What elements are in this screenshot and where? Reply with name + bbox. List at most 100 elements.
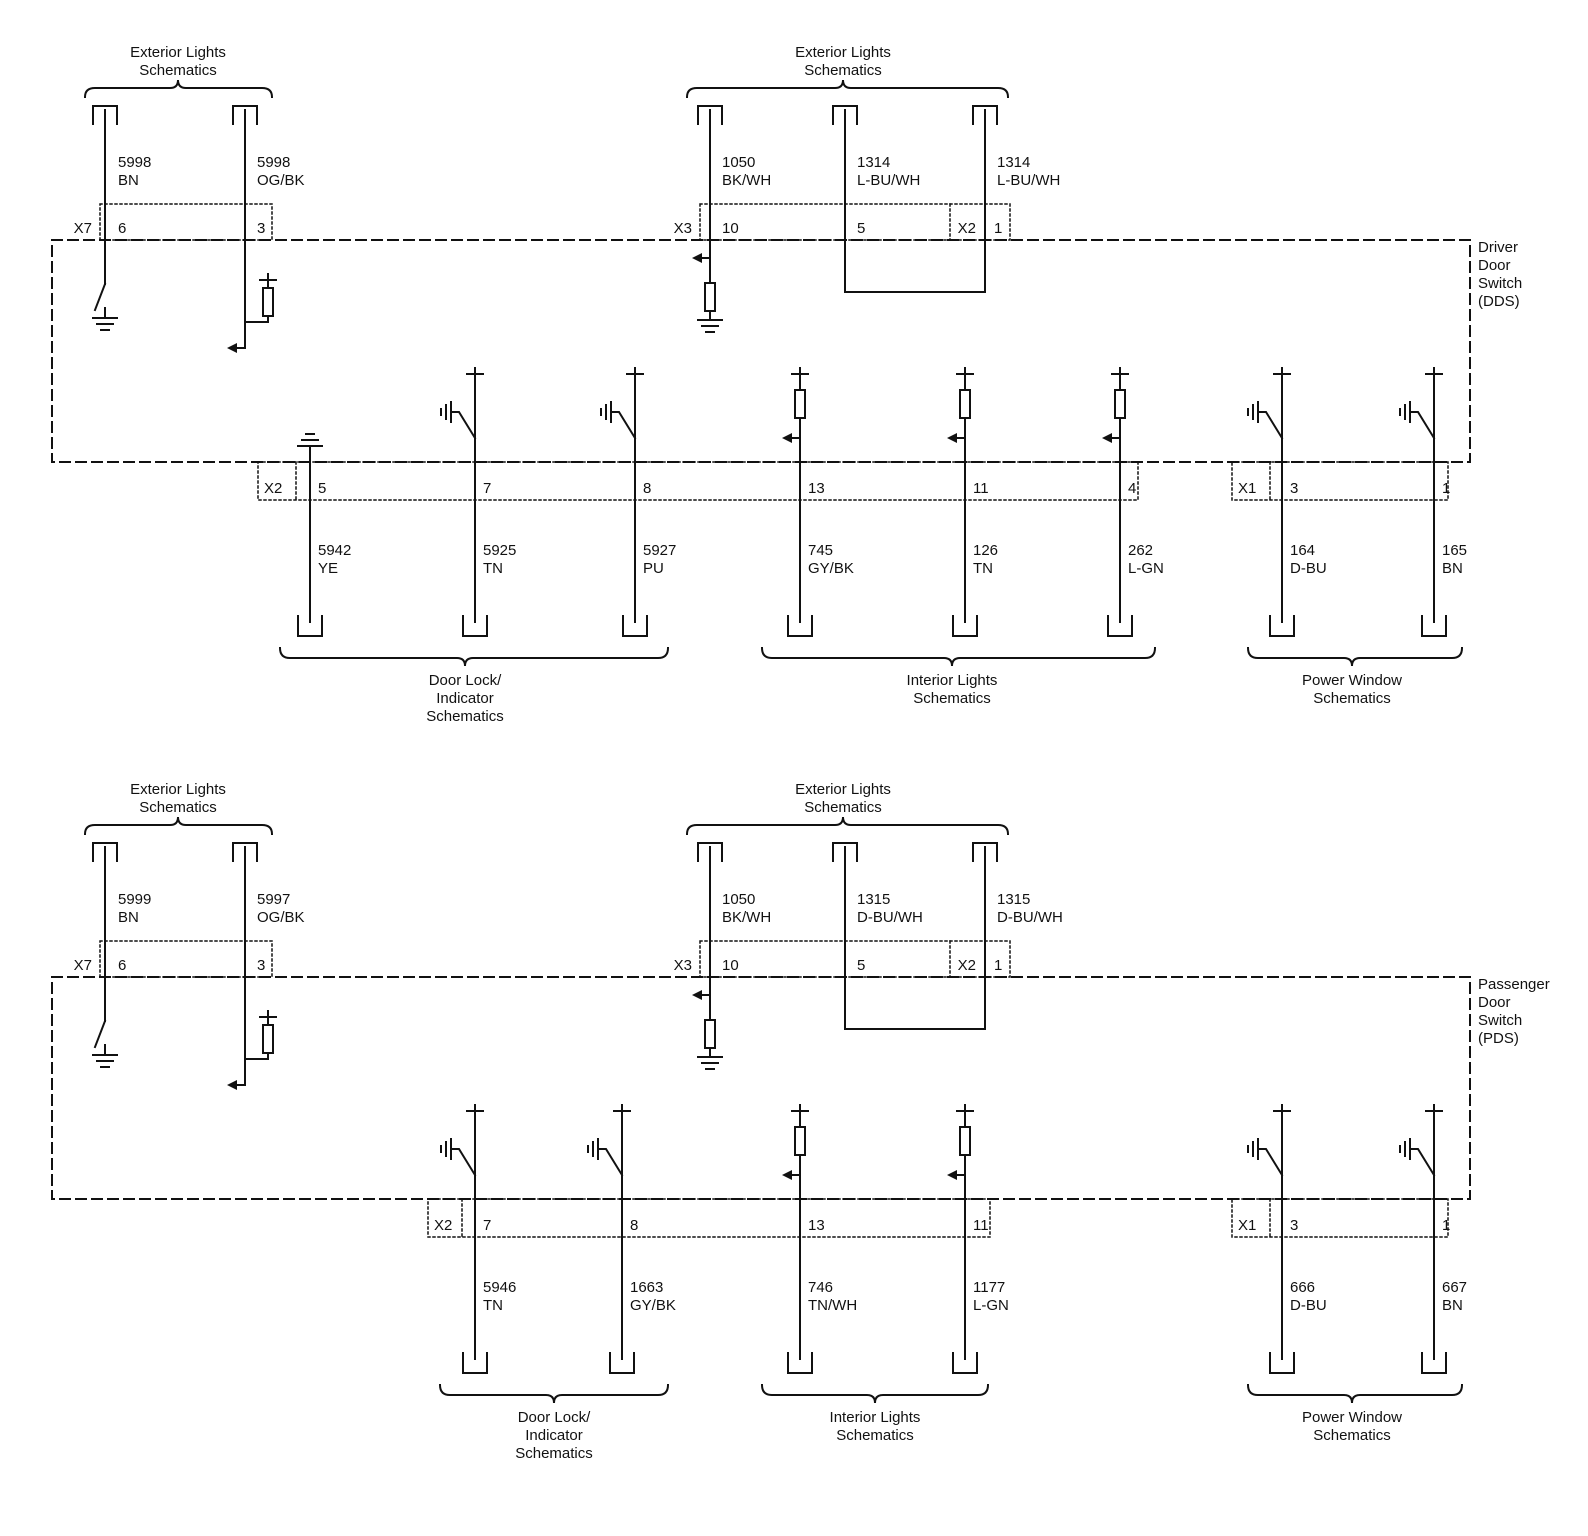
wire-color: D-BU	[1290, 560, 1327, 577]
dds-labels: Exterior Lights Schematics 5998 BN 5998 …	[74, 44, 1523, 725]
wire-circuit: 262	[1128, 542, 1153, 559]
brace	[1246, 1383, 1464, 1404]
component-name: Switch	[1478, 1012, 1522, 1029]
connector-id: X2	[434, 1217, 452, 1234]
wire-circuit: 126	[973, 542, 998, 559]
component-name: Door	[1478, 257, 1511, 274]
dds-box-outline	[51, 239, 1471, 463]
brace	[685, 816, 1010, 836]
wire-color: OG/BK	[257, 172, 305, 189]
group-label: Indicator	[436, 690, 494, 707]
wire-color: L-BU/WH	[857, 172, 920, 189]
wire-color: GY/BK	[630, 1297, 676, 1314]
wire-circuit: 667	[1442, 1279, 1467, 1296]
wire	[244, 1052, 269, 1060]
pin-number: 4	[1128, 480, 1136, 497]
group-label: Power Window	[1302, 1409, 1402, 1426]
component-name: (DDS)	[1478, 293, 1520, 310]
wire-circuit: 5997	[257, 891, 290, 908]
dds-shapes	[51, 79, 1471, 667]
component-name: (PDS)	[1478, 1030, 1519, 1047]
group-label: Power Window	[1302, 672, 1402, 689]
brace	[760, 1383, 990, 1404]
wire-circuit: 5998	[118, 154, 151, 171]
pds-labels: Exterior Lights Schematics 5999 BN 5997 …	[74, 781, 1550, 1462]
pds-diagram: Exterior Lights Schematics 5999 BN 5997 …	[51, 781, 1550, 1462]
component-name: Driver	[1478, 239, 1518, 256]
wire-circuit: 745	[808, 542, 833, 559]
wire-color: D-BU/WH	[997, 909, 1063, 926]
schematic-ref-title: Exterior Lights	[795, 781, 891, 798]
pin-number: 13	[808, 480, 825, 497]
group-label: Schematics	[913, 690, 991, 707]
wire-color: PU	[643, 560, 664, 577]
group-label: Interior Lights	[907, 672, 998, 689]
wire-circuit: 5999	[118, 891, 151, 908]
group-label: Schematics	[515, 1445, 593, 1462]
group-label: Schematics	[1313, 1427, 1391, 1444]
wire-circuit: 165	[1442, 542, 1467, 559]
brace	[83, 79, 274, 99]
wire-color: BK/WH	[722, 172, 771, 189]
pin-number: 13	[808, 1217, 825, 1234]
wire-color: TN	[483, 1297, 503, 1314]
wire-color: TN/WH	[808, 1297, 857, 1314]
wire-circuit: 1315	[997, 891, 1030, 908]
wire-circuit: 1177	[973, 1279, 1005, 1296]
group-label: Schematics	[836, 1427, 914, 1444]
connector-id: X3	[674, 220, 692, 237]
brace	[83, 816, 274, 836]
wire-color: BK/WH	[722, 909, 771, 926]
connector-outline	[99, 203, 273, 241]
pin-number: 3	[257, 957, 265, 974]
wire-color: BN	[118, 172, 139, 189]
pin-number: 6	[118, 220, 126, 237]
pin-number: 5	[318, 480, 326, 497]
connector-id: X2	[958, 957, 976, 974]
schematic-ref-title: Exterior Lights	[795, 44, 891, 61]
schematic-ref-title: Schematics	[804, 799, 882, 816]
schematic-ref-title: Exterior Lights	[130, 781, 226, 798]
connector-outline	[427, 1198, 991, 1238]
wire-color: L-GN	[1128, 560, 1164, 577]
connector-id: X2	[958, 220, 976, 237]
group-label: Door Lock/	[429, 672, 502, 689]
wire-circuit: 1050	[722, 154, 755, 171]
wire-color: BN	[1442, 560, 1463, 577]
wire-circuit: 746	[808, 1279, 833, 1296]
pin-number: 10	[722, 220, 739, 237]
wire-color: OG/BK	[257, 909, 305, 926]
wire-color: GY/BK	[808, 560, 854, 577]
wire-circuit: 1314	[857, 154, 890, 171]
wire-circuit: 5927	[643, 542, 676, 559]
wire-color: BN	[118, 909, 139, 926]
pin-number: 11	[973, 1217, 989, 1234]
wire-circuit: 1314	[997, 154, 1030, 171]
wire-circuit: 5925	[483, 542, 516, 559]
connector-id: X7	[74, 957, 92, 974]
wire-circuit: 5942	[318, 542, 351, 559]
pin-number: 10	[722, 957, 739, 974]
wire-color: TN	[483, 560, 503, 577]
pin-number: 8	[630, 1217, 638, 1234]
brace	[1246, 646, 1464, 667]
schematic-ref-title: Exterior Lights	[130, 44, 226, 61]
wire-color: D-BU/WH	[857, 909, 923, 926]
pin-number: 8	[643, 480, 651, 497]
wire-color: TN	[973, 560, 993, 577]
connector-id: X2	[264, 480, 282, 497]
brace	[760, 646, 1157, 667]
pin-number: 3	[1290, 480, 1298, 497]
pds-box-outline	[51, 976, 1471, 1200]
schematic-ref-title: Schematics	[804, 62, 882, 79]
pds-shapes	[51, 816, 1471, 1404]
wire-color: L-GN	[973, 1297, 1009, 1314]
pin-number: 3	[1290, 1217, 1298, 1234]
schematic-ref-title: Schematics	[139, 799, 217, 816]
connector-id: X7	[74, 220, 92, 237]
wire	[244, 315, 269, 323]
wire-circuit: 1050	[722, 891, 755, 908]
connector-outline	[1231, 1198, 1449, 1238]
